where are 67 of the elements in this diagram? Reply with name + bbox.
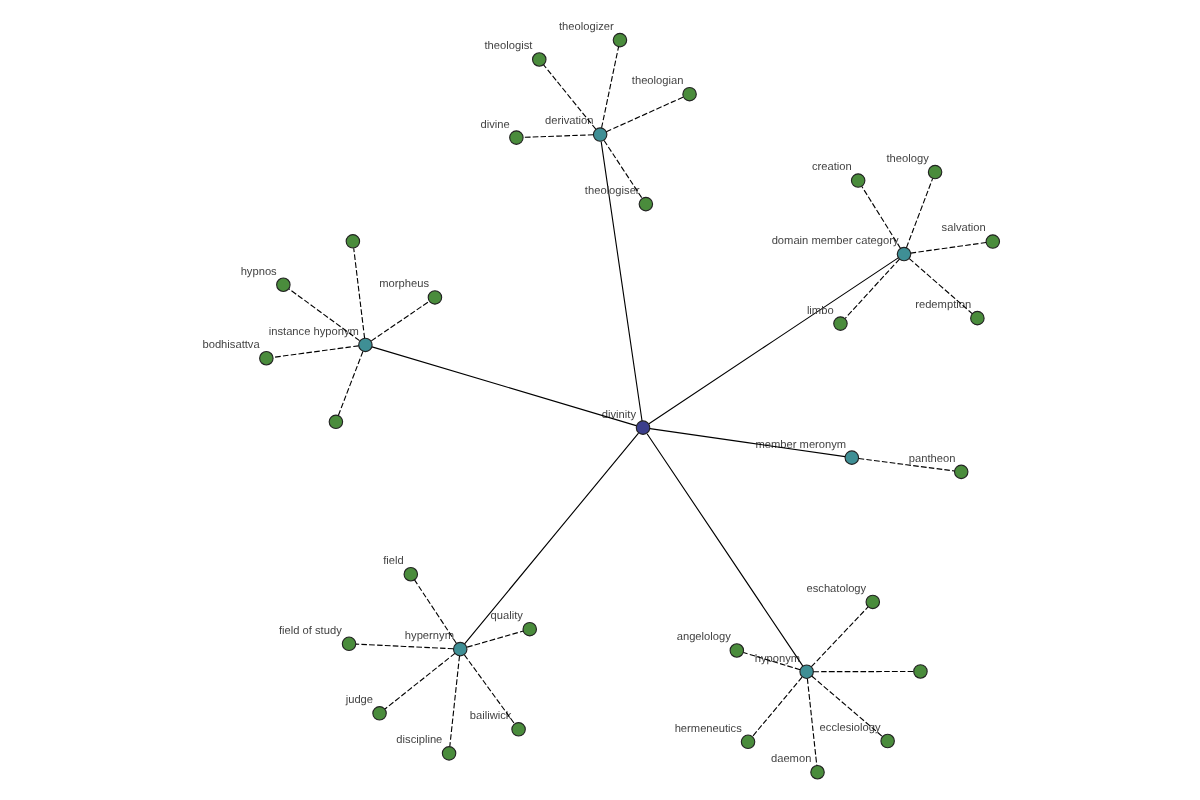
node-circle (340, 636, 356, 652)
connector (370, 346, 636, 427)
connector (907, 258, 972, 315)
connector (811, 670, 914, 673)
node-circle (849, 173, 865, 188)
connector (909, 241, 986, 254)
node-circle (344, 234, 360, 249)
node-circle (969, 310, 984, 326)
node-circle (895, 246, 911, 262)
connector (805, 678, 817, 767)
node-circle (402, 566, 418, 582)
node-circle (879, 733, 894, 749)
node-circle (832, 316, 847, 331)
node-circle (440, 746, 456, 761)
node-circle (508, 130, 523, 145)
node-circle (426, 290, 442, 305)
node-circle (798, 664, 813, 679)
connector (904, 178, 933, 249)
connector (750, 676, 802, 738)
node-circle (728, 643, 744, 658)
connector (462, 654, 514, 725)
connector (412, 579, 456, 644)
node-circle (926, 164, 942, 180)
node-circle (843, 450, 859, 465)
node-circle (371, 706, 386, 721)
connector (354, 643, 453, 650)
node-circle (275, 277, 290, 293)
connector (463, 432, 639, 645)
node-circle (451, 641, 467, 657)
connector (860, 185, 900, 249)
connector (810, 675, 882, 737)
node-circle (258, 350, 273, 366)
connector (599, 141, 642, 422)
node-circle (739, 734, 755, 750)
connector (287, 288, 360, 342)
connector (271, 345, 359, 358)
node-circle (634, 420, 650, 435)
node-circle (357, 337, 372, 353)
connector (448, 655, 460, 747)
connector (542, 64, 596, 130)
node-circle (864, 594, 880, 610)
connector (857, 457, 954, 472)
connector (522, 134, 593, 138)
connector (352, 247, 365, 339)
node-circle (681, 86, 696, 102)
node-circle (521, 621, 536, 637)
node-circle (912, 664, 927, 679)
connector (843, 258, 899, 319)
node-circle (510, 722, 525, 737)
connector (645, 433, 803, 667)
node-circle (531, 52, 546, 67)
node-circle (637, 196, 653, 212)
node-circle (984, 234, 1000, 249)
connector (604, 96, 683, 133)
connector (369, 300, 429, 342)
node-circle (611, 32, 627, 48)
connector (809, 606, 868, 668)
connector (600, 46, 619, 129)
node-circle (809, 764, 824, 780)
node-circle (327, 414, 343, 430)
connector (465, 630, 523, 648)
connector (647, 257, 898, 425)
node-circle (591, 127, 607, 142)
node-circle (952, 464, 968, 480)
connector (383, 652, 455, 710)
connector (336, 350, 363, 416)
connector (648, 428, 845, 458)
